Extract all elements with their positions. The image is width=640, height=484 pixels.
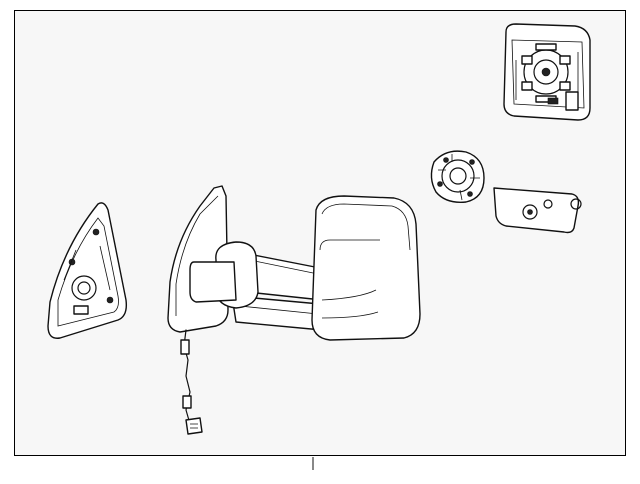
- mounting-bracket[interactable]: [47, 202, 128, 339]
- motor-actuator[interactable]: [430, 150, 485, 203]
- mirror-glass[interactable]: [503, 23, 591, 121]
- mirror-assembly[interactable]: [167, 185, 421, 435]
- signal-lamp[interactable]: [493, 187, 582, 234]
